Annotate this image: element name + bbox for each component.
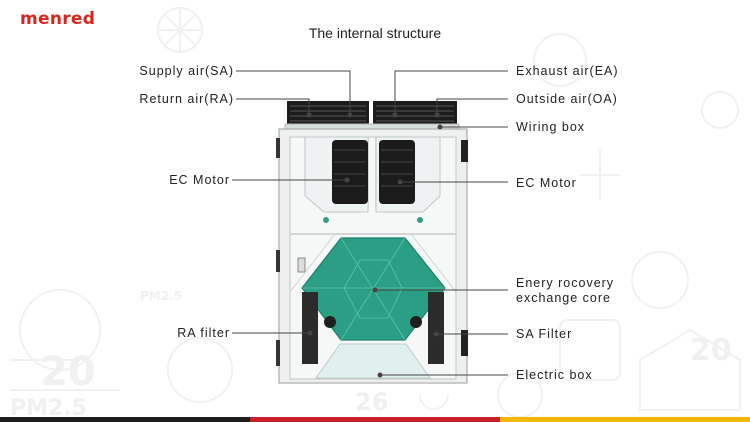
label-return-air: Return air(RA)	[139, 92, 234, 106]
bottom-color-bar	[0, 417, 750, 422]
label-ec-motor-right: EC Motor	[516, 176, 577, 190]
bottom-bar-segment-3	[500, 417, 750, 422]
electric-box	[315, 343, 431, 379]
label-sa-filter: SA Filter	[516, 327, 573, 341]
bottom-bar-segment-1	[0, 417, 250, 422]
svg-text:PM2.5: PM2.5	[140, 289, 182, 303]
label-outside-air: Outside air(OA)	[516, 92, 618, 106]
duct-grills	[284, 101, 460, 133]
label-energy-core-line1: Enery rocovery	[516, 276, 615, 290]
svg-text:PM2.5: PM2.5	[10, 396, 87, 421]
svg-text:20: 20	[690, 333, 732, 368]
label-ra-filter: RA filter	[177, 326, 230, 340]
svg-text:20: 20	[40, 349, 96, 395]
label-energy-core-line2: exchange core	[516, 291, 612, 305]
label-exhaust-air: Exhaust air(EA)	[516, 64, 619, 78]
svg-text:26: 26	[355, 388, 388, 416]
label-wiring-box: Wiring box	[516, 120, 586, 134]
label-electric-box: Electric box	[516, 368, 593, 382]
label-supply-air: Supply air(SA)	[139, 64, 234, 78]
bottom-bar-segment-2	[250, 417, 500, 422]
brand-logo: menred	[20, 9, 96, 29]
diagram-title: The internal structure	[308, 25, 442, 41]
leader-lines	[232, 70, 508, 378]
filters	[302, 292, 444, 364]
label-ec-motor-left: EC Motor	[169, 173, 230, 187]
